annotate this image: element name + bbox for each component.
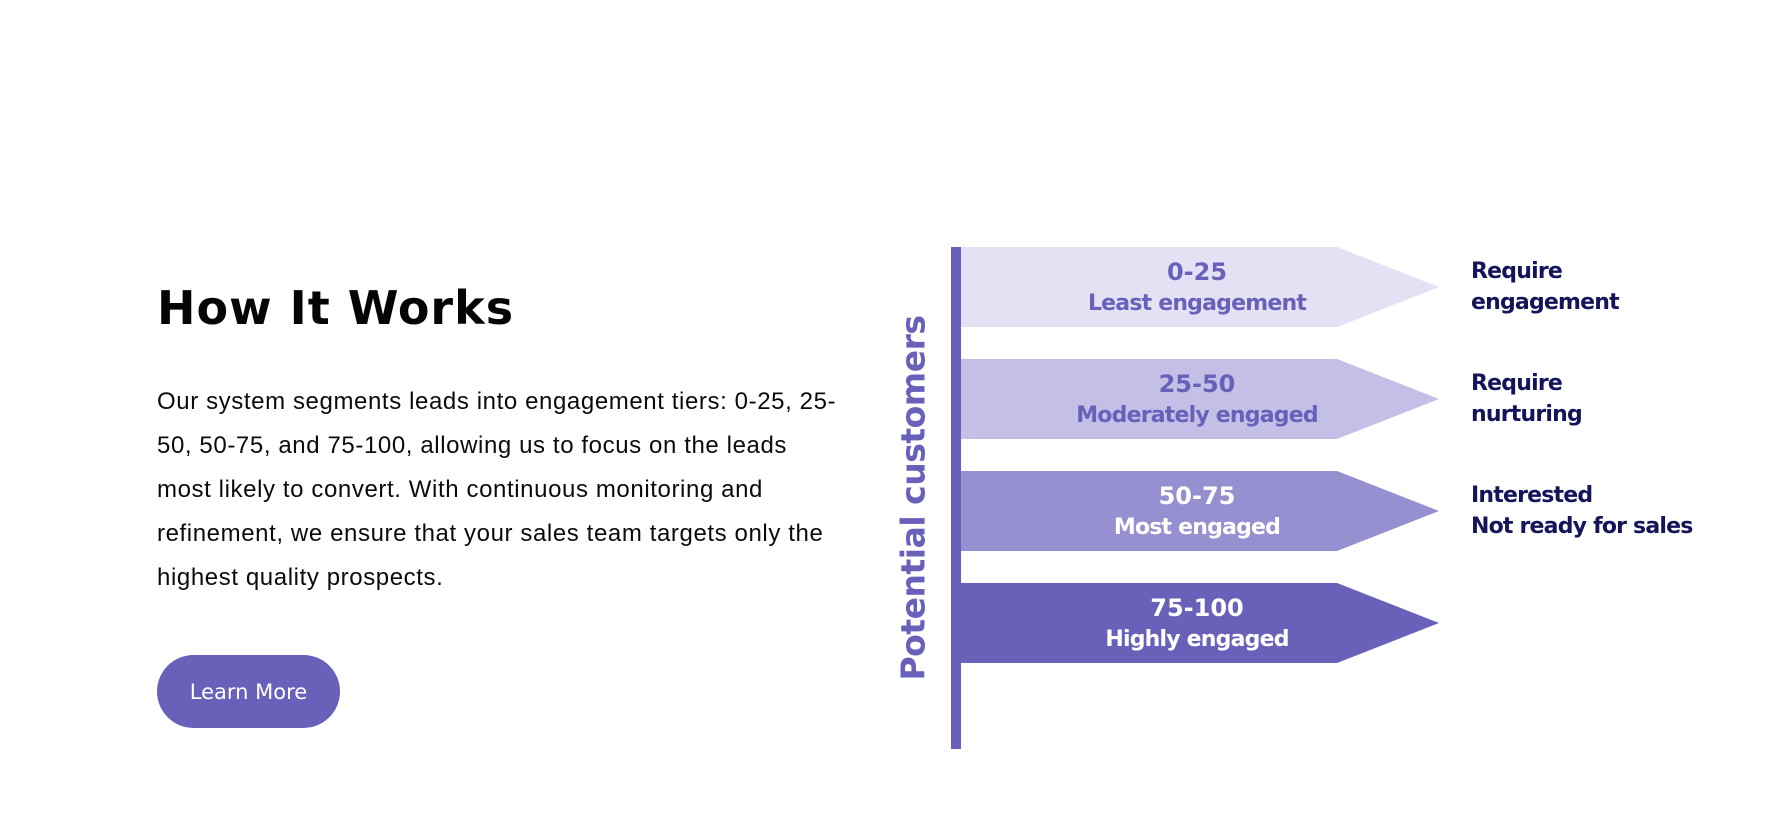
page-title: How It Works [157, 281, 515, 335]
learn-more-button[interactable]: Learn More [157, 655, 340, 728]
tier-arrow-50-75: 50-75 Most engaged [961, 471, 1439, 551]
tier-note-25-50: Require nurturing [1471, 368, 1583, 430]
axis-line [951, 247, 961, 749]
tier-label: Highly engaged [1105, 627, 1289, 652]
tier-arrow-0-25: 0-25 Least engagement [961, 247, 1439, 327]
section-description: Our system segments leads into engagemen… [157, 388, 837, 591]
tier-label: Least engagement [1087, 291, 1307, 316]
tier-arrow-25-50: 25-50 Moderately engaged [961, 359, 1439, 439]
tier-note-50-75: Interested Not ready for sales [1471, 480, 1693, 542]
tier-label: Most engaged [1113, 515, 1281, 540]
tier-note-line: Require [1471, 259, 1563, 284]
tier-note-0-25: Require engagement [1471, 256, 1620, 318]
tier-note-line: nurturing [1471, 402, 1583, 427]
tier-note-line: engagement [1471, 290, 1620, 315]
axis-label: Potential customers [893, 315, 933, 681]
tier-arrow-75-100: 75-100 Highly engaged [961, 583, 1439, 663]
tier-note-line: Not ready for sales [1471, 514, 1693, 539]
tier-note-line: Require [1471, 371, 1563, 396]
tier-note-line: Interested [1471, 483, 1593, 508]
tier-label: Moderately engaged [1076, 403, 1318, 428]
tier-range: 0-25 [1166, 258, 1228, 286]
tier-range: 75-100 [1150, 594, 1244, 622]
tier-range: 50-75 [1158, 482, 1236, 510]
tier-range: 25-50 [1158, 370, 1236, 398]
